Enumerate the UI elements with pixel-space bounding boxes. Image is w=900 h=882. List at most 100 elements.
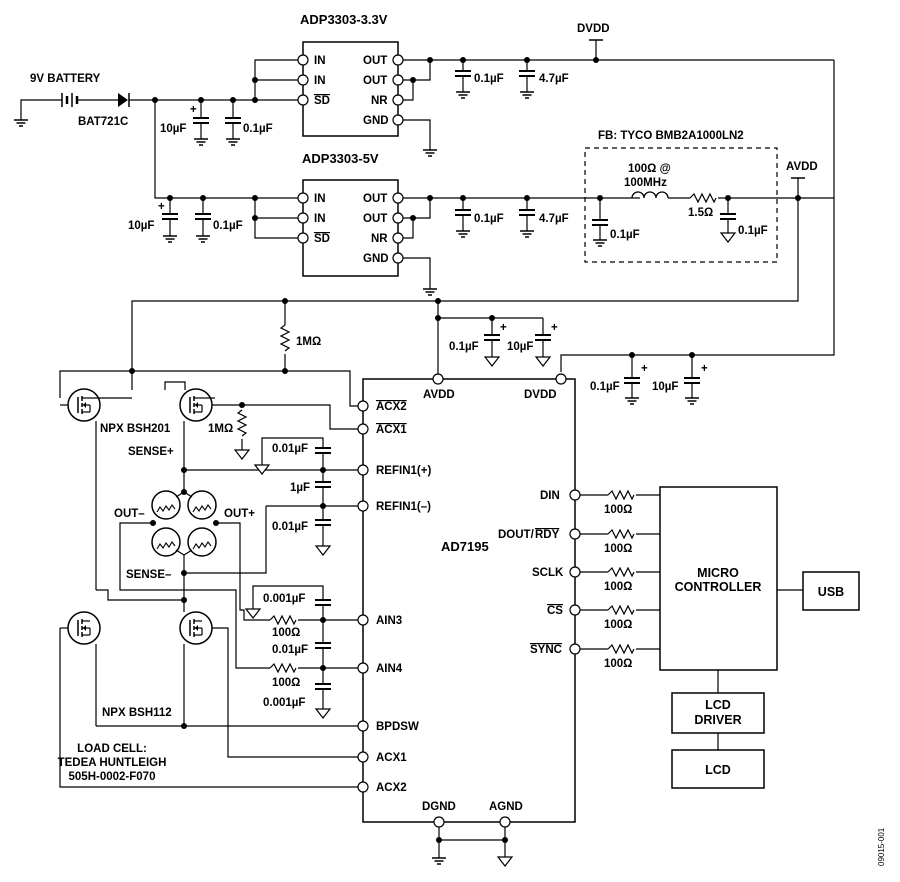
reg2-title: ADP3303-5V <box>302 151 379 166</box>
c-refp-001u: 0.01µF <box>272 443 308 455</box>
r-1m-gate: 1MΩ <box>208 423 233 435</box>
lcd-driver-1: LCD <box>705 698 731 712</box>
figure-id: 09015-001 <box>877 827 886 866</box>
svg-text:+: + <box>158 201 165 213</box>
adc-ain3: AIN3 <box>376 615 402 627</box>
out-m-label: OUT– <box>114 508 145 520</box>
reg1-out2: OUT <box>363 75 387 87</box>
micro-label-1: MICRO <box>697 566 739 580</box>
c-avdd-10u: 10µF <box>507 341 533 353</box>
micro-controller: MICRO CONTROLLER USB LCD DRIVER LCD <box>659 486 860 789</box>
adc-bpdsw: BPDSW <box>376 721 419 733</box>
ferrite-label: FB: TYCO BMB2A1000LN2 <box>598 130 744 142</box>
reg1-in2: IN <box>314 75 326 87</box>
reg1-in1: IN <box>314 55 326 67</box>
r-din: 100Ω <box>604 504 632 516</box>
adc-refin-m: REFIN1(–) <box>376 501 431 513</box>
c-dvdd-10u: 10µF <box>652 381 678 393</box>
reg2-out1: OUT <box>363 193 387 205</box>
reg2-in1: IN <box>314 193 326 205</box>
adc-avdd: AVDD <box>423 389 455 401</box>
c-fb2: 0.1µF <box>738 225 768 237</box>
adc-dgnd: DGND <box>422 801 456 813</box>
r-ain3: 100Ω <box>272 627 300 639</box>
load-cell-bridge: 1MΩ 1MΩ NPX BSH201 SENSE+ 0.01µF <box>58 301 358 788</box>
c-ain34-001u: 0.01µF <box>272 644 308 656</box>
c-reg2-01u: 0.1µF <box>474 213 504 225</box>
adc-cs: CS <box>547 605 563 617</box>
ferrite-filter: FB: TYCO BMB2A1000LN2 100Ω @ 100MHz 1.5Ω… <box>131 130 834 374</box>
avdd-rail-label: AVDD <box>786 161 818 173</box>
adc-dvdd: DVDD <box>524 389 557 401</box>
r-filter: 1.5Ω <box>688 207 713 219</box>
r-dout: 100Ω <box>604 543 632 555</box>
adc-agnd: AGND <box>489 801 523 813</box>
reg1-gnd: GND <box>363 115 389 127</box>
regulator-5v: ADP3303-5V IN IN SD OUT OUT NR GND + 10µ… <box>128 100 640 296</box>
load-cell-2: TEDEA HUNTLEIGH <box>58 757 167 769</box>
adc-acx1: ACX1 <box>376 752 407 764</box>
dvdd-rail-label: DVDD <box>577 23 610 35</box>
svg-text:+: + <box>500 322 507 334</box>
r-sclk: 100Ω <box>604 581 632 593</box>
c-avdd-01u: 0.1µF <box>449 341 479 353</box>
svg-text:+: + <box>551 322 558 334</box>
reg2-nr: NR <box>371 233 388 245</box>
c-dvdd-01u: 0.1µF <box>590 381 620 393</box>
reg1-nr: NR <box>371 95 388 107</box>
adc-din: DIN <box>540 490 560 502</box>
svg-text:+: + <box>701 363 708 375</box>
adc-acx1b: ACX1 <box>376 424 407 436</box>
lcd-label: LCD <box>705 763 731 777</box>
adc-sclk: SCLK <box>532 567 564 579</box>
diode-label: BAT721C <box>78 116 128 128</box>
reg1-out1: OUT <box>363 55 387 67</box>
r-1m-top: 1MΩ <box>296 336 321 348</box>
reg2-gnd: GND <box>363 253 389 265</box>
load-cell-1: LOAD CELL: <box>77 743 147 755</box>
c-reg1-01u: 0.1µF <box>474 73 504 85</box>
reg1-sd: SD <box>314 95 330 107</box>
c-ain3-0001u: 0.001µF <box>263 593 305 605</box>
c-in2-01u: 0.1µF <box>213 220 243 232</box>
adc-name: AD7195 <box>441 539 489 554</box>
load-cell-3: 505H-0002-F070 <box>69 771 156 783</box>
reg2-out2: OUT <box>363 213 387 225</box>
sense-m-label: SENSE– <box>126 569 172 581</box>
r-ain4: 100Ω <box>272 677 300 689</box>
usb-label: USB <box>818 585 844 599</box>
adc-dout: DOUT/ <box>498 529 535 541</box>
adc-rdy: RDY <box>535 529 560 541</box>
c-reg2-47u: 4.7µF <box>539 213 569 225</box>
battery-label: 9V BATTERY <box>30 73 101 85</box>
reg2-sd: SD <box>314 233 330 245</box>
adc-ain4: AIN4 <box>376 663 403 675</box>
lcd-driver-2: DRIVER <box>694 713 741 727</box>
ad7195-chip: AD7195 AVDD DVDD + 0.1µF + 10µF + 0.1µF <box>282 298 708 867</box>
adc-acx2: ACX2 <box>376 782 407 794</box>
micro-label-2: CONTROLLER <box>675 580 762 594</box>
adc-sync: SYNC <box>530 644 562 656</box>
sense-p-label: SENSE+ <box>128 446 174 458</box>
ferrite-spec-1: 100Ω @ <box>628 163 671 175</box>
c-in1-10u: 10µF <box>160 123 186 135</box>
c-in2-10u: 10µF <box>128 220 154 232</box>
c-ref-1u: 1µF <box>290 482 310 494</box>
battery-input: 9V BATTERY BAT721C <box>13 73 303 128</box>
svg-text:+: + <box>641 363 648 375</box>
serial-lines: 100Ω 100Ω 100Ω 100Ω 100Ω <box>580 490 660 670</box>
svg-text:+: + <box>190 104 197 116</box>
c-refm-001u: 0.01µF <box>272 521 308 533</box>
r-sync: 100Ω <box>604 658 632 670</box>
c-reg1-47u: 4.7µF <box>539 73 569 85</box>
reg1-title: ADP3303-3.3V <box>300 12 388 27</box>
reg2-in2: IN <box>314 213 326 225</box>
regulator-3v3: ADP3303-3.3V IN IN SD OUT OUT NR GND <box>160 12 835 372</box>
c-fb1: 0.1µF <box>610 229 640 241</box>
out-p-label: OUT+ <box>224 508 255 520</box>
fet-top-label: NPX BSH201 <box>100 423 171 435</box>
ferrite-spec-2: 100MHz <box>624 177 667 189</box>
adc-acx2b: ACX2 <box>376 401 407 413</box>
c-ain4-0001u: 0.001µF <box>263 697 305 709</box>
